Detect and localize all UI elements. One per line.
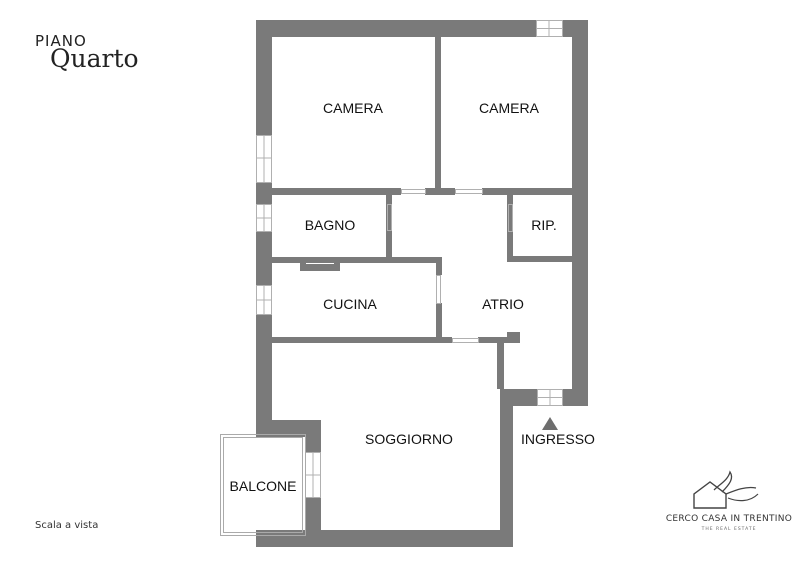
- room-label-atrio: ATRIO: [482, 296, 524, 312]
- room-label-camera-2: CAMERA: [479, 100, 540, 116]
- walls: [256, 20, 588, 547]
- room-label-camera-1: CAMERA: [323, 100, 384, 116]
- windows: [256, 20, 563, 498]
- entrance-arrow-icon: [542, 417, 558, 430]
- room-label-ripostiglio: RIP.: [531, 217, 556, 233]
- floor-label: PIANO: [35, 32, 87, 50]
- scale-note: Scala a vista: [35, 520, 99, 531]
- balcony: [220, 434, 306, 536]
- room-label-bagno: BAGNO: [305, 217, 356, 233]
- room-label-balcone: BALCONE: [230, 478, 297, 494]
- room-label-ingresso: INGRESSO: [521, 431, 595, 447]
- room-label-soggiorno: SOGGIORNO: [365, 431, 453, 447]
- company-logo: CERCO CASA IN TRENTINO THE REAL ESTATE: [664, 468, 794, 548]
- house-logo-icon: [693, 470, 759, 509]
- room-label-cucina: CUCINA: [323, 296, 377, 312]
- floor-name: Quarto: [50, 44, 139, 73]
- logo-text: CERCO CASA IN TRENTINO: [665, 514, 793, 524]
- logo-subtext: THE REAL ESTATE: [701, 527, 757, 532]
